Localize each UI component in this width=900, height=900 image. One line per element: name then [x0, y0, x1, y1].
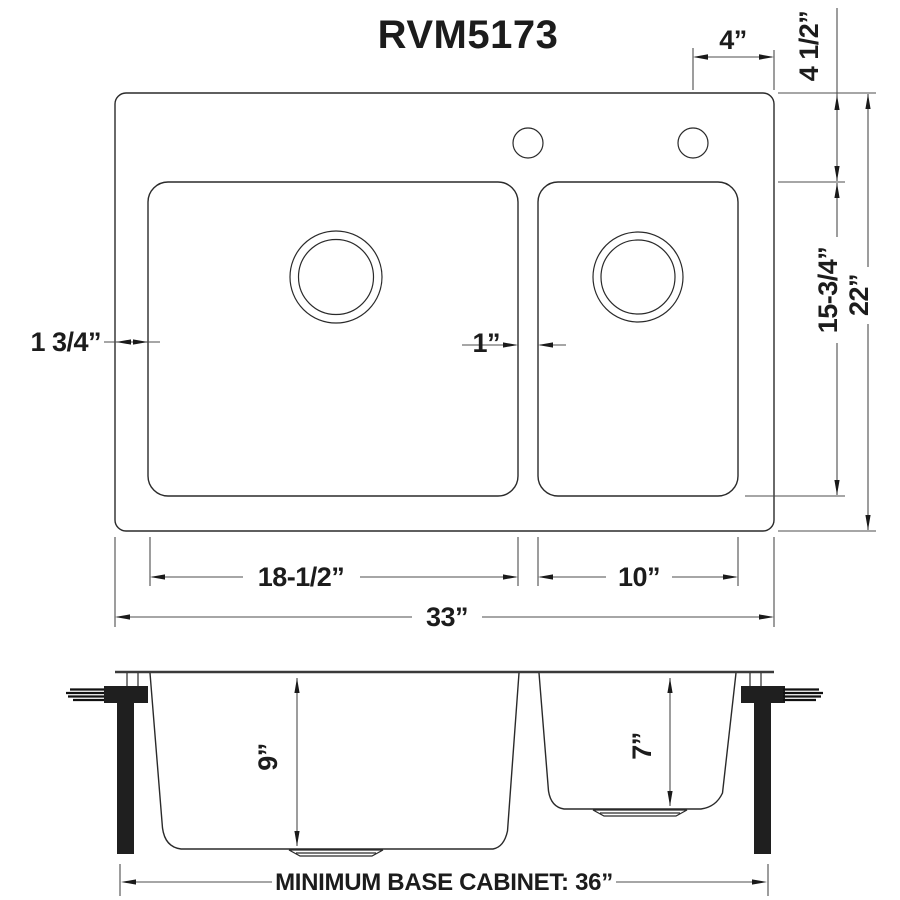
dim-label-divider-width: 1”: [472, 328, 500, 358]
arrowhead: [121, 879, 136, 885]
arrowhead: [834, 166, 840, 181]
arrowhead: [834, 95, 840, 110]
right-clamp-icon: [741, 686, 823, 854]
arrowhead: [834, 183, 840, 198]
dim-edge-to-bowl-left: 1 3/4”: [30, 327, 160, 357]
dim-overall-width: 33”: [115, 602, 774, 632]
dim-left-bowl-depth: 9”: [253, 678, 300, 846]
dim-label-top-to-bowl: 4 1/2”: [794, 11, 824, 82]
dim-base-cabinet: MINIMUM BASE CABINET: 36”: [119, 864, 769, 896]
page-title: RVM5173: [378, 13, 559, 57]
left-clamp-icon: [66, 686, 148, 854]
dim-label-left-bowl-depth: 9”: [253, 743, 283, 771]
arrowhead: [503, 342, 518, 348]
arrowhead: [294, 678, 300, 693]
dim-right-bowl-depth: 7”: [627, 678, 673, 806]
rim-ticks: [126, 673, 762, 688]
arrowhead: [865, 515, 871, 530]
right-bowl-profile: [538, 672, 737, 810]
arrowhead: [667, 678, 673, 693]
arrowhead: [150, 574, 165, 580]
dim-label-left-bowl-width: 18-1/2”: [258, 562, 345, 592]
arrowhead: [752, 879, 767, 885]
dim-label-right-bowl-width: 10”: [618, 562, 660, 592]
dim-label-edge-to-bowl-left: 1 3/4”: [30, 327, 101, 357]
dim-label-overall-front-to-back: 22”: [844, 274, 874, 316]
dim-right-bowl-width: 10”: [538, 562, 738, 592]
dim-overall-front-to-back: 22”: [844, 94, 874, 530]
right-bowl: [537, 181, 739, 497]
dim-label-bowl-front-to-back: 15-3/4”: [813, 247, 843, 334]
arrowhead: [133, 339, 148, 345]
arrowhead: [538, 574, 553, 580]
arrowhead: [834, 480, 840, 495]
dim-faucet-to-edge: 4”: [692, 25, 775, 90]
arrowhead: [723, 574, 738, 580]
sink-outline: [114, 92, 775, 532]
arrowhead: [865, 94, 871, 109]
dim-left-bowl-width: 18-1/2”: [150, 562, 518, 592]
arrowhead: [667, 791, 673, 806]
dim-label-right-bowl-depth: 7”: [627, 732, 657, 760]
side-view: 9” 7” MINIMUM BASE CABINET: 36”: [66, 670, 823, 896]
top-view: [114, 92, 775, 532]
base-cabinet-note: MINIMUM BASE CABINET: 36”: [275, 869, 613, 896]
dim-label-overall-width: 33”: [426, 602, 468, 632]
dim-top-to-bowl: 4 1/2”: [794, 8, 840, 181]
arrowhead: [759, 54, 774, 60]
right-drain-icon: [592, 231, 684, 323]
left-drain-side-icon: [288, 849, 384, 857]
faucet-hole-left-icon: [512, 127, 544, 159]
dim-divider-width: 1”: [462, 328, 566, 358]
arrowhead: [538, 342, 553, 348]
arrowhead: [294, 831, 300, 846]
arrowhead: [116, 339, 131, 345]
right-drain-side-icon: [592, 809, 688, 817]
left-drain-icon: [289, 230, 383, 324]
dim-bowl-front-to-back: 15-3/4”: [813, 183, 843, 495]
faucet-hole-right-icon: [677, 127, 709, 159]
left-bowl-profile: [149, 672, 520, 850]
arrowhead: [693, 54, 708, 60]
arrowhead: [759, 614, 774, 620]
arrowhead: [115, 614, 130, 620]
dim-label-faucet-to-edge: 4”: [719, 25, 747, 55]
arrowhead: [503, 574, 518, 580]
left-bowl: [147, 181, 519, 497]
